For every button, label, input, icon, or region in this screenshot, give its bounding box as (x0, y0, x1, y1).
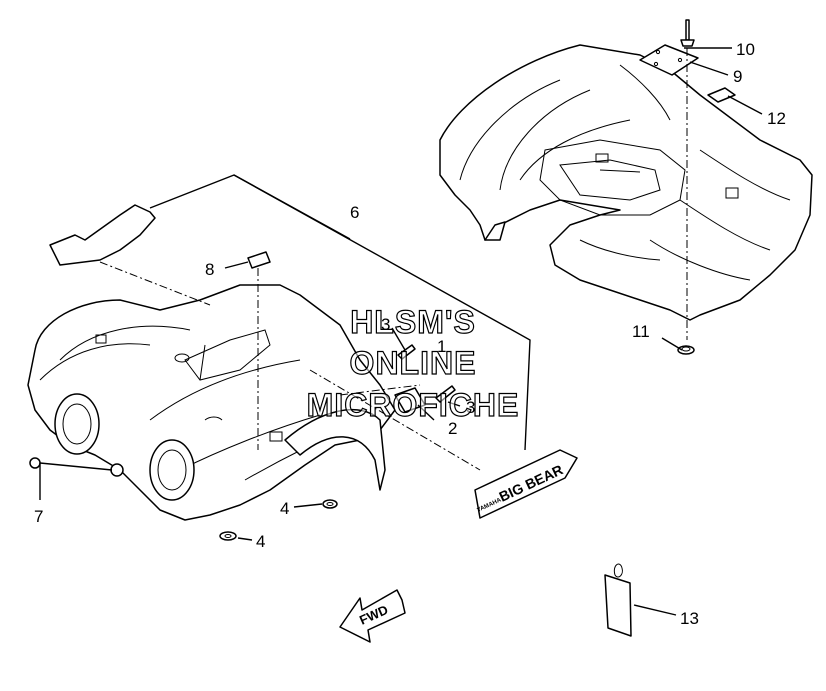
flap-part-1 (284, 408, 386, 491)
bracket-part-2 (394, 387, 426, 413)
washer-part-4b (322, 499, 338, 509)
callout-1: 1 (437, 337, 446, 356)
callout-12: 12 (767, 109, 786, 128)
callout-8: 8 (205, 260, 214, 279)
tag-part-13 (604, 563, 632, 637)
callout-2: 2 (448, 419, 457, 438)
plate-part-9 (639, 44, 699, 76)
callout-11: 11 (632, 322, 650, 341)
callout-6: 6 (350, 203, 359, 222)
callout-3b: 3 (466, 398, 475, 417)
callout-4b: 4 (256, 532, 265, 551)
watermark-line-1: HLSM'S (350, 304, 476, 340)
watermark-line-3: MICROFICHE (307, 387, 520, 423)
callout-10: 10 (736, 40, 755, 59)
grommet-part-11 (677, 345, 695, 355)
watermark-line-2: ONLINE (350, 345, 477, 381)
label-part-8 (247, 251, 271, 269)
decal-part-6-top (49, 204, 156, 266)
callout-13: 13 (680, 609, 699, 628)
big-bear-decal: BIG BEAR YAMAHA (474, 449, 578, 519)
bolt-part-10 (680, 19, 695, 47)
callout-3a: 3 (381, 315, 390, 334)
front-fender (27, 284, 396, 521)
screw-part-3a (397, 344, 416, 360)
washer-part-4a (219, 531, 237, 541)
callout-7: 7 (34, 507, 43, 526)
screw-part-3b (435, 385, 456, 403)
callout-9: 9 (733, 67, 742, 86)
group-line-6 (149, 174, 531, 451)
fwd-arrow: FWD (339, 589, 406, 643)
rear-fender (439, 44, 813, 321)
label-part-12 (707, 87, 736, 103)
callout-4a: 4 (280, 499, 289, 518)
